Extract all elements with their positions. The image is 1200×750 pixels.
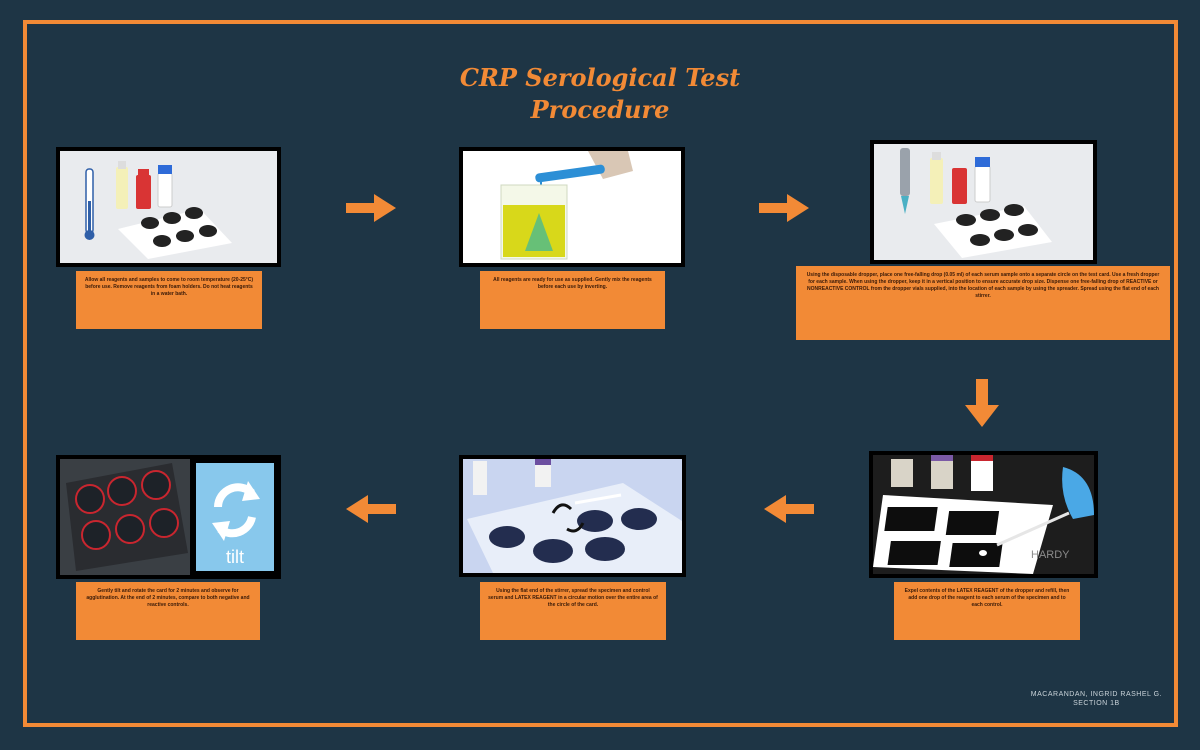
author-credit: MACARANDAN, INGRID RASHEL G. SECTION 1B (1031, 690, 1162, 708)
step-1-photo (56, 147, 281, 267)
arrow-left-1 (762, 493, 816, 525)
step-3-photo (870, 140, 1097, 264)
title-line-1: CRP Serological Test (459, 63, 741, 92)
step-3-caption: Using the disposable dropper, place one … (796, 266, 1170, 340)
step-2-caption: All reagents are ready for use as suppli… (480, 271, 665, 329)
arrow-right-2 (757, 192, 811, 224)
step-5-photo (459, 455, 686, 577)
arrow-left-2 (344, 493, 398, 525)
tilt-label: tilt (226, 547, 244, 567)
author-name: MACARANDAN, INGRID RASHEL G. (1030, 691, 1162, 698)
poster-title: CRP Serological Test Procedure (420, 62, 780, 126)
step-2-photo (459, 147, 685, 267)
arrow-right-1 (344, 192, 398, 224)
author-section: SECTION 1B (1073, 700, 1120, 707)
step-6-photo: tilt (56, 455, 281, 579)
hardy-watermark: HARDY (1031, 549, 1070, 561)
title-line-2: Procedure (530, 95, 670, 124)
arrow-down (963, 377, 1001, 429)
step-1-caption: Allow all reagents and samples to come t… (76, 271, 262, 329)
step-4-caption: Expel contents of the LATEX REAGENT of t… (894, 582, 1080, 640)
poster-frame (23, 20, 1178, 727)
step-4-photo: HARDY (869, 451, 1098, 578)
step-5-caption: Using the flat end of the stirrer, sprea… (480, 582, 666, 640)
step-6-caption: Gently tilt and rotate the card for 2 mi… (76, 582, 260, 640)
